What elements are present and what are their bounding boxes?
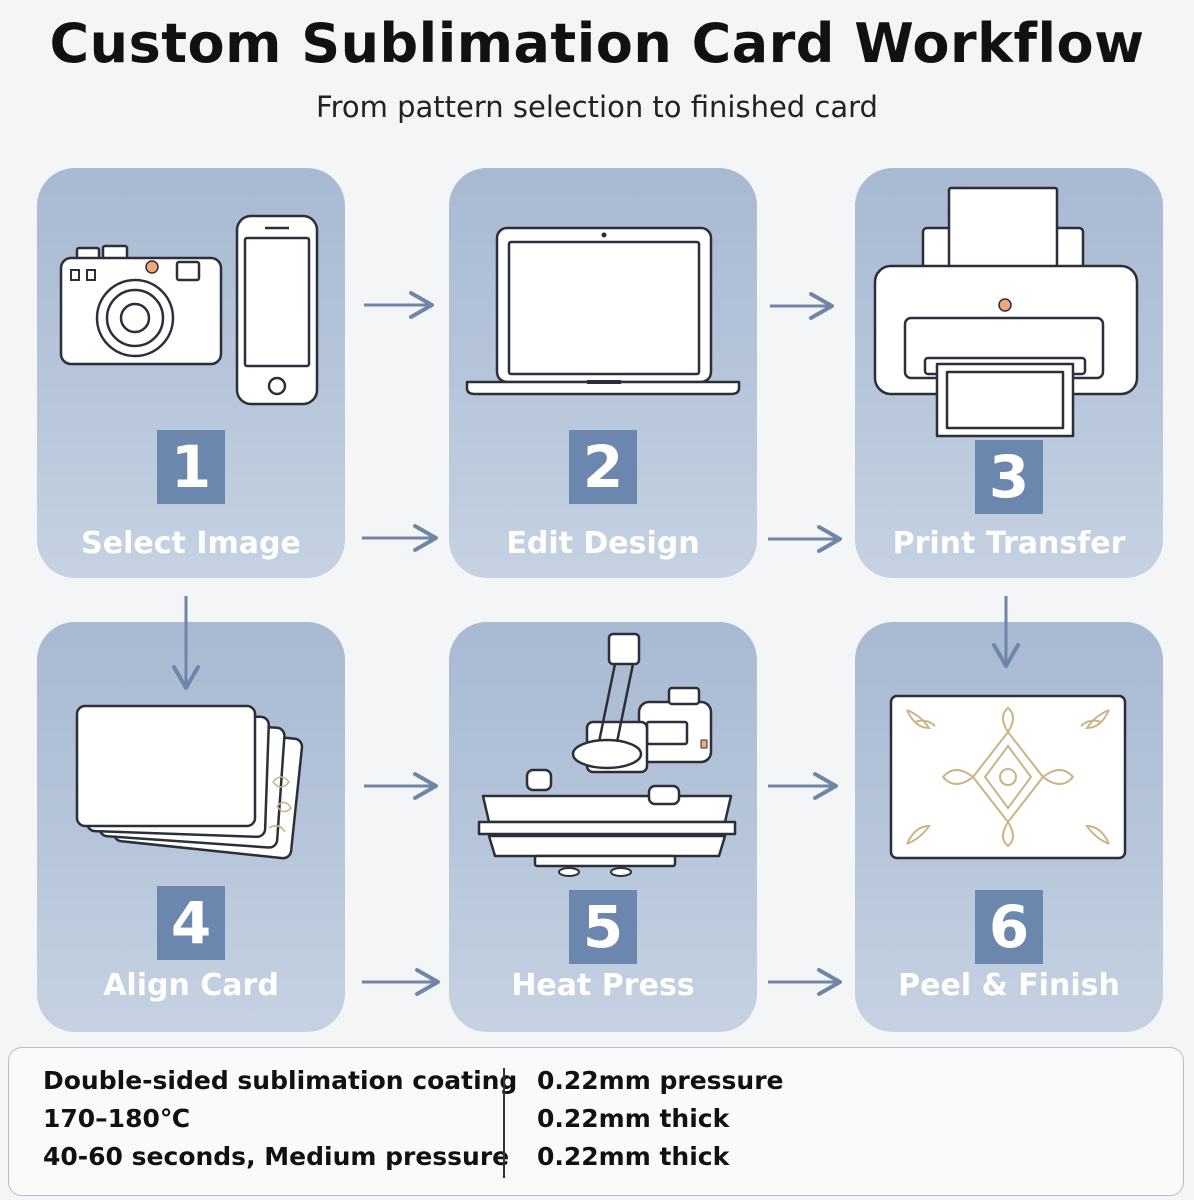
step-label-2: Edit Design bbox=[506, 526, 700, 561]
step-number-1: 1 bbox=[157, 430, 225, 504]
step-number-4: 4 bbox=[157, 886, 225, 960]
laptop-icon bbox=[465, 226, 741, 396]
specs-left-column: Double-sided sublimation coating 170–180… bbox=[43, 1062, 517, 1176]
step-label-3: Print Transfer bbox=[892, 526, 1126, 561]
step-card-6: 6 Peel & Finish bbox=[855, 622, 1163, 1032]
step-card-2: 2 Edit Design bbox=[449, 168, 757, 578]
specs-panel: Double-sided sublimation coating 170–180… bbox=[8, 1047, 1184, 1196]
card-stack-icon bbox=[75, 704, 304, 860]
step-number-2: 2 bbox=[569, 430, 637, 504]
page-title: Custom Sublimation Card Workflow bbox=[49, 12, 1145, 75]
step-number-6: 6 bbox=[975, 890, 1043, 964]
spec-thickness-2: 0.22mm thick bbox=[537, 1142, 730, 1171]
printer-icon bbox=[873, 186, 1139, 438]
step-card-1: 1 Select Image bbox=[37, 168, 345, 578]
spec-coating: Double-sided sublimation coating bbox=[43, 1066, 518, 1095]
specs-right-column: 0.22mm pressure 0.22mm thick 0.22mm thic… bbox=[537, 1062, 784, 1176]
step-number-3: 3 bbox=[975, 440, 1043, 514]
finished-card-icon bbox=[889, 694, 1127, 860]
step-number-5: 5 bbox=[569, 890, 637, 964]
step-label-1: Select Image bbox=[81, 526, 301, 561]
spec-thickness-1: 0.22mm thick bbox=[537, 1104, 730, 1133]
specs-divider bbox=[503, 1068, 505, 1178]
step-label-4: Align Card bbox=[103, 968, 279, 1003]
spec-temperature: 170–180℃ bbox=[43, 1104, 191, 1133]
step-card-3: 3 Print Transfer bbox=[855, 168, 1163, 578]
step-card-4: 4 Align Card bbox=[37, 622, 345, 1032]
page-subtitle: From pattern selection to finished card bbox=[316, 90, 878, 124]
step-card-5: 5 Heat Press bbox=[449, 622, 757, 1032]
heat-press-icon bbox=[477, 632, 737, 877]
camera-and-phone-icon bbox=[59, 214, 319, 406]
spec-pressure: 0.22mm pressure bbox=[537, 1066, 784, 1095]
spec-time-pressure: 40-60 seconds, Medium pressure bbox=[43, 1142, 510, 1171]
step-label-6: Peel & Finish bbox=[898, 968, 1120, 1003]
step-label-5: Heat Press bbox=[511, 968, 695, 1003]
